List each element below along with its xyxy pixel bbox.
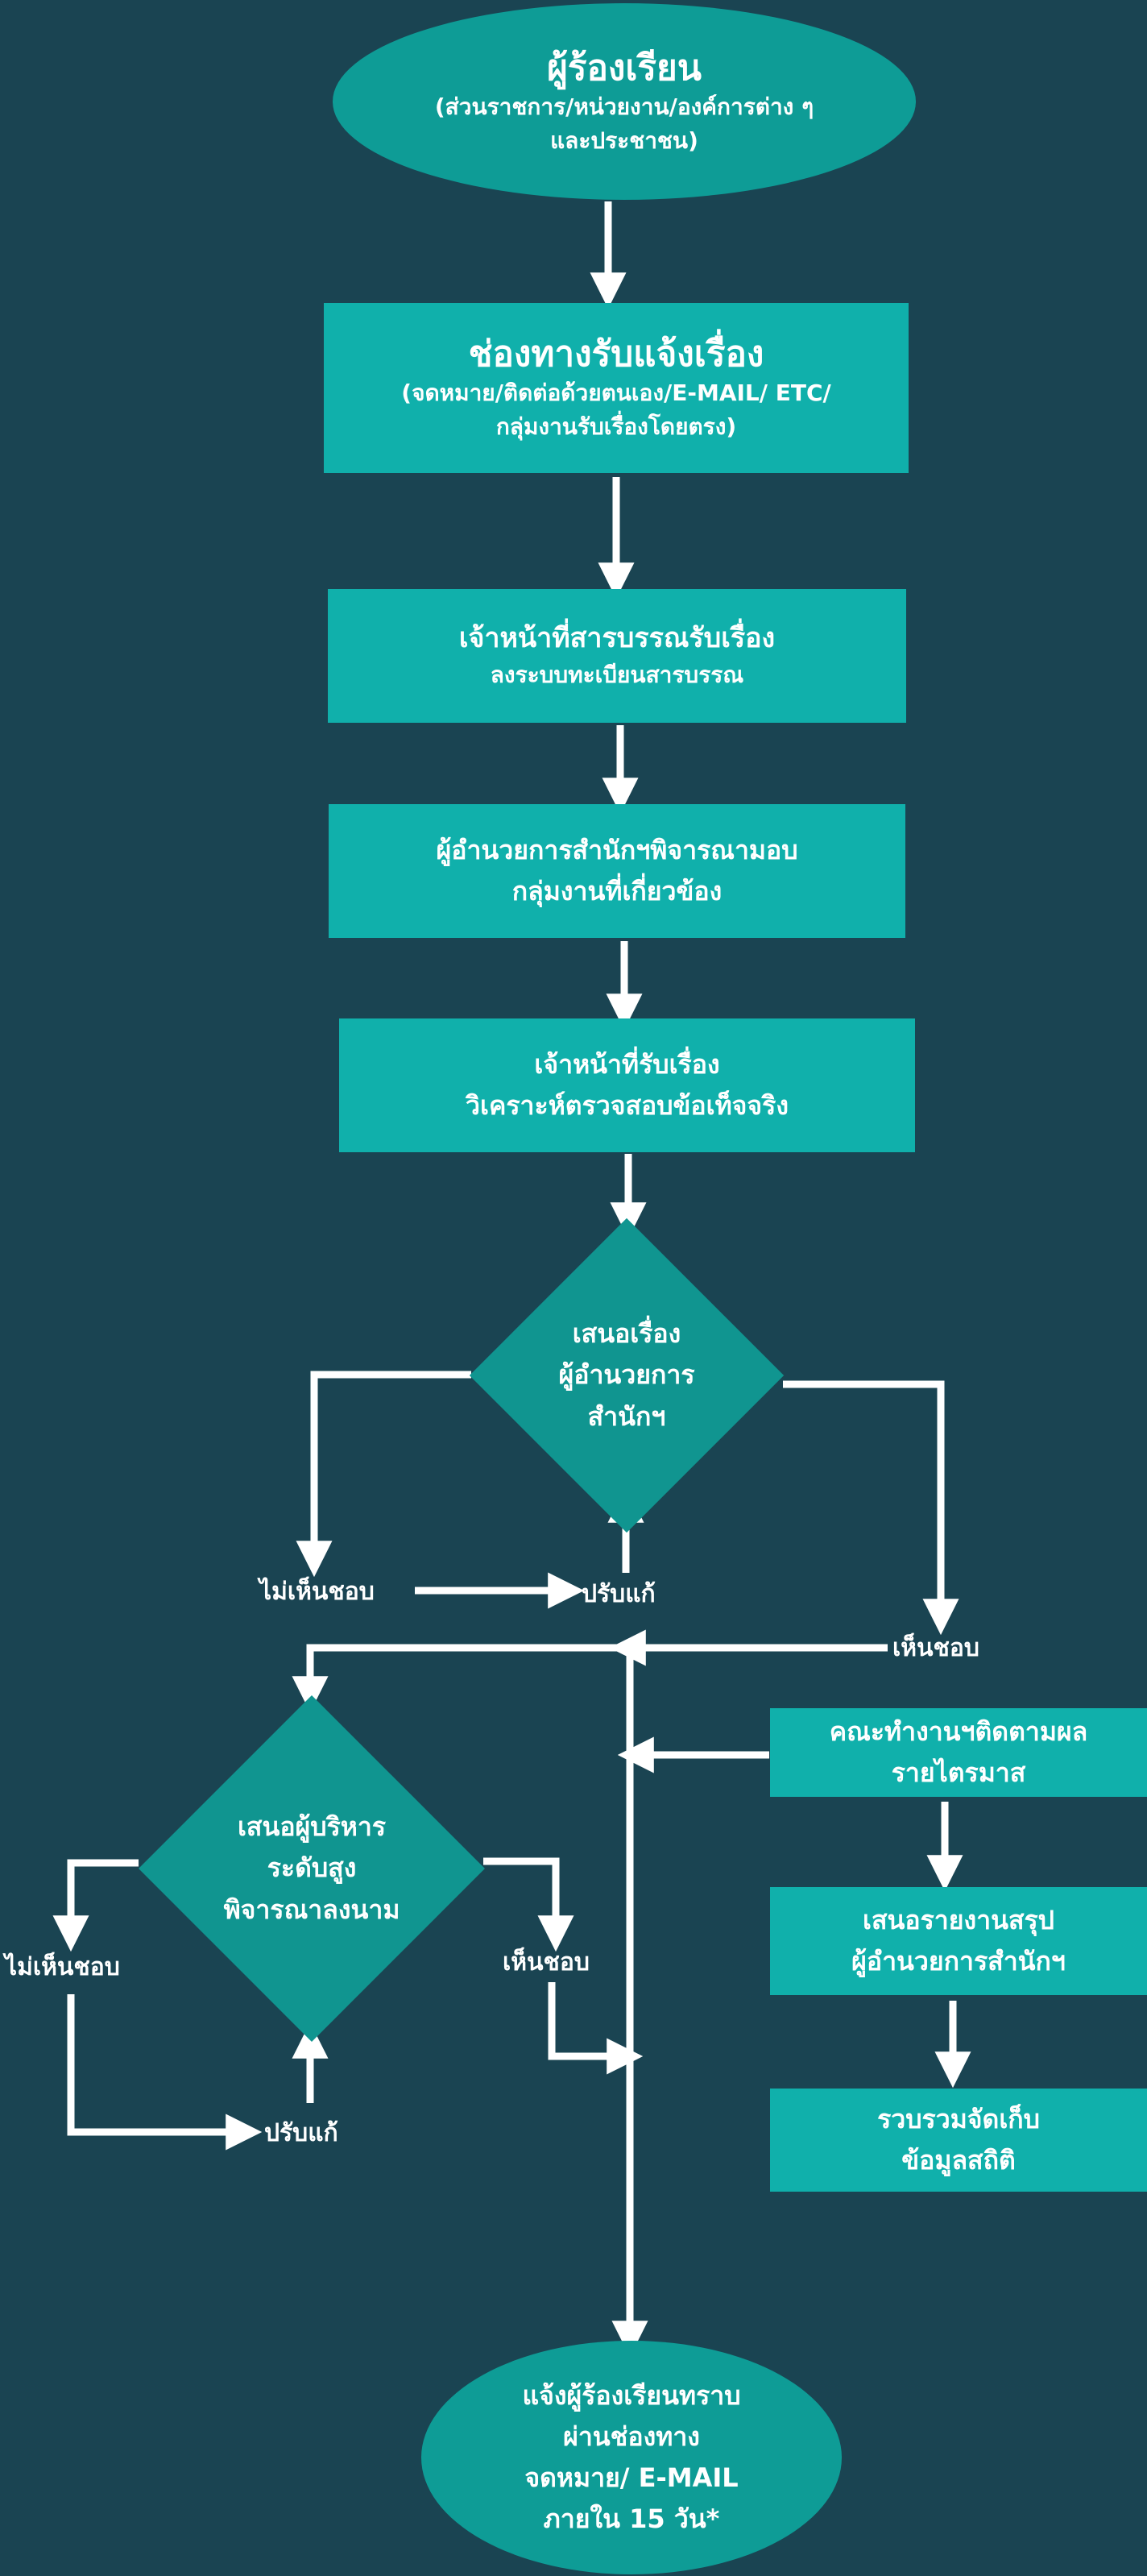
channel-line-1: (จดหมาย/ติดต่อด้วยตนเอง/E-MAIL/ ETC/	[401, 380, 831, 406]
end-line-1: แจ้งผู้ร้องเรียนทราบ	[522, 2379, 741, 2411]
decision2-line-1: เสนอผู้บริหาร	[237, 1811, 387, 1843]
arrow-decision1-to-disagree	[296, 1371, 471, 1578]
committee-box: คณะทำงานฯติดตามผล รายไตรมาส	[770, 1708, 1147, 1797]
decision-director: เสนอเรื่อง ผู้อำนวยการ สำนักฯ	[469, 1217, 785, 1533]
arrow-decision1-to-agree	[783, 1380, 959, 1636]
end-line-4: ภายใน 15 วัน*	[543, 2503, 720, 2535]
director-assign-box: ผู้อำนวยการสำนักฯพิจารณามอบ กลุ่มงานที่เ…	[329, 804, 905, 938]
committee-line-2: รายไตรมาส	[891, 1757, 1026, 1788]
report-line-2: ผู้อำนวยการสำนักฯ	[851, 1946, 1066, 1977]
decision1-disagree-label: ไม่เห็นชอบ	[259, 1578, 375, 1606]
report-line-1: เสนอรายงานสรุป	[863, 1904, 1054, 1935]
decision2-line-3: พิจารณาลงนาม	[223, 1894, 400, 1925]
start-subtitle-2: และประชาชน)	[550, 127, 698, 154]
decision2-disagree-label: ไม่เห็นชอบ	[5, 1953, 120, 1981]
decision1-revise-label: ปรับแก้	[582, 1580, 656, 1608]
decision2-agree-label: เห็นชอบ	[503, 1948, 590, 1977]
clerk-box: เจ้าหน้าที่สารบรรณรับเรื่อง ลงระบบทะเบีย…	[328, 589, 906, 723]
decision2-line-2: ระดับสูง	[267, 1852, 357, 1884]
statistics-box: รวบรวมจัดเก็บ ข้อมูลสถิติ	[770, 2089, 1147, 2192]
decision1-line-3: สำนักฯ	[587, 1400, 666, 1432]
end-line-3: จดหมาย/ E-MAIL	[524, 2462, 739, 2493]
start-title: ผู้ร้องเรียน	[547, 47, 702, 89]
arrow-decision2-to-disagree	[52, 1859, 139, 1952]
officer-line-1: เจ้าหน้าที่รับเรื่อง	[534, 1048, 720, 1080]
director-assign-line-1: ผู้อำนวยการสำนักฯพิจารณามอบ	[436, 834, 798, 865]
report-box: เสนอรายงานสรุป ผู้อำนวยการสำนักฯ	[770, 1887, 1147, 1995]
start-subtitle-1: (ส่วนราชการ/หน่วยงาน/องค์การต่าง ๆ	[434, 93, 814, 120]
officer-box: เจ้าหน้าที่รับเรื่อง วิเคราะห์ตรวจสอบข้อ…	[339, 1018, 915, 1152]
arrow-trunk-to-decision2	[292, 1644, 630, 1713]
channel-title: ช่องทางรับแจ้งเรื่อง	[468, 334, 764, 375]
channel-box: ช่องทางรับแจ้งเรื่อง (จดหมาย/ติดต่อด้วยต…	[324, 303, 909, 473]
arrow-agree2-to-trunk	[548, 1982, 644, 2075]
director-assign-line-2: กลุ่มงานที่เกี่ยวข้อง	[511, 876, 723, 906]
clerk-line-1: เจ้าหน้าที่สารบรรณรับเรื่อง	[458, 622, 776, 655]
arrow-decision2-to-agree	[483, 1857, 574, 1952]
statistics-line-2: ข้อมูลสถิติ	[901, 2145, 1016, 2176]
decision1-agree-label: เห็นชอบ	[892, 1634, 979, 1662]
end-notify-complainant: แจ้งผู้ร้องเรียนทราบ ผ่านช่องทาง จดหมาย/…	[421, 2341, 842, 2574]
channel-line-2: กลุ่มงานรับเรื่องโดยตรง)	[495, 413, 737, 440]
arrow-disagree2-to-revise	[67, 1994, 263, 2151]
officer-line-2: วิเคราะห์ตรวจสอบข้อเท็จจริง	[466, 1090, 789, 1121]
decision1-line-2: ผู้อำนวยการ	[558, 1359, 695, 1391]
decision-executive: เสนอผู้บริหาร ระดับสูง พิจารณาลงนาม	[139, 1695, 485, 2042]
decision2-revise-label: ปรับแก้	[264, 2119, 338, 2147]
committee-line-1: คณะทำงานฯติดตามผล	[829, 1715, 1088, 1747]
decision1-line-1: เสนอเรื่อง	[572, 1318, 681, 1350]
statistics-line-1: รวบรวมจัดเก็บ	[877, 2103, 1040, 2134]
start-complainant: ผู้ร้องเรียน (ส่วนราชการ/หน่วยงาน/องค์กา…	[333, 3, 916, 200]
clerk-line-2: ลงระบบทะเบียนสารบรรณ	[490, 661, 744, 688]
end-line-2: ผ่านช่องทาง	[563, 2420, 700, 2452]
